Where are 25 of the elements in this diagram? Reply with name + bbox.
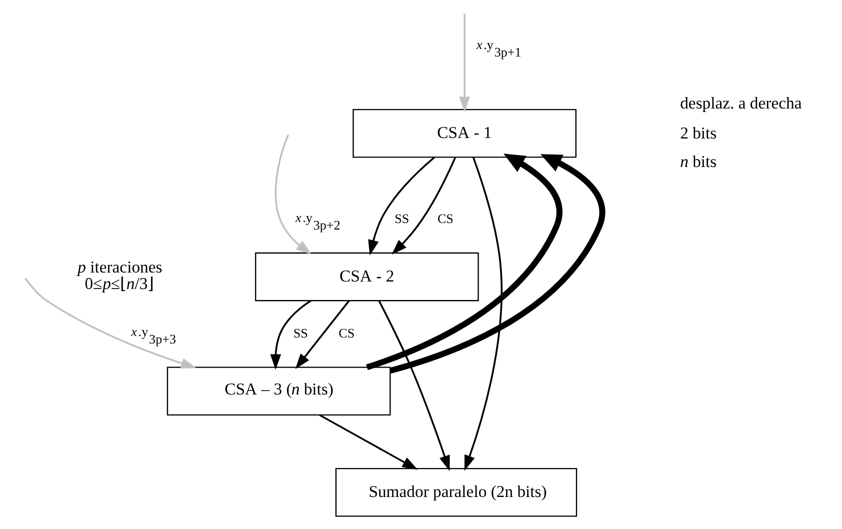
edge-label: SS xyxy=(394,211,409,226)
node-box: Sumador paralelo (2n bits) xyxy=(334,468,577,517)
node-box: CSA - 2 xyxy=(254,252,478,302)
arrow xyxy=(294,300,350,370)
legend-label: n bits xyxy=(680,152,716,171)
arrow xyxy=(368,156,435,256)
arrow xyxy=(391,156,456,255)
label: p iteraciones xyxy=(77,257,162,276)
arrow xyxy=(24,278,196,369)
arrow xyxy=(458,14,470,112)
arrow xyxy=(274,134,312,254)
arrow xyxy=(270,300,311,370)
legend-label: 2 bits xyxy=(680,123,716,142)
arrow xyxy=(464,156,502,471)
arrow xyxy=(378,300,450,472)
edge-label: SS xyxy=(292,325,308,340)
edge-label: CS xyxy=(338,325,354,340)
label: 0≤p≤⌊n/3⌋ xyxy=(84,274,154,293)
arrow xyxy=(318,414,418,470)
edge-label: CS xyxy=(436,211,453,226)
arrow xyxy=(366,154,562,370)
node-box: CSA - 1 xyxy=(352,108,576,158)
arrow xyxy=(388,154,605,374)
legend-label: desplaz. a derecha xyxy=(680,94,802,113)
node-box: CSA – 3 (n bits) xyxy=(166,366,390,416)
